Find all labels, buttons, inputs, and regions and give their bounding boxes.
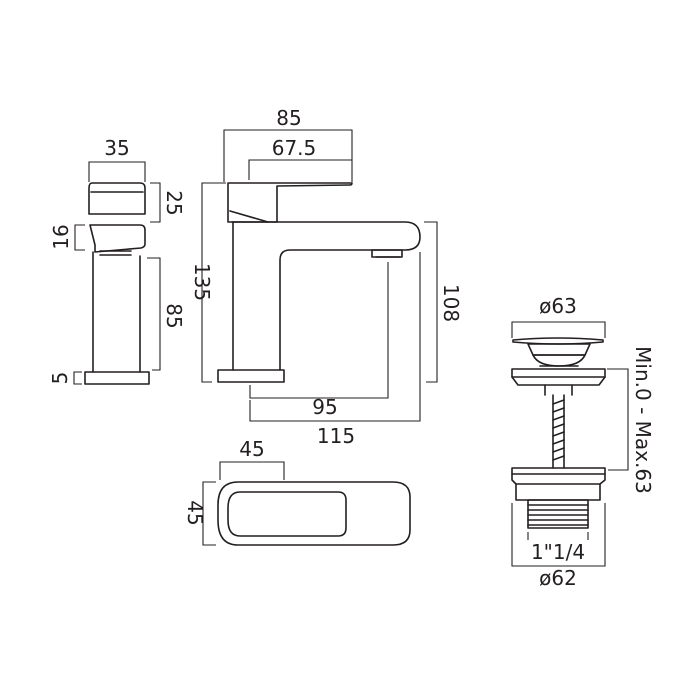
- waste-dimension-lines: [511, 321, 629, 567]
- front-view: 85 67.5 135 108 95 115: [190, 106, 463, 448]
- side-body-height-label: 85: [162, 303, 186, 328]
- top-dimension-lines: [202, 461, 285, 546]
- side-spout-height-label: 16: [49, 224, 73, 249]
- waste-range-label: Min.0 - Max.63: [631, 346, 655, 494]
- front-handle-depth-label: 85: [276, 106, 301, 130]
- top-view: 45 45: [183, 437, 411, 546]
- front-inner-reach-label: 95: [312, 395, 337, 419]
- waste-body-diameter-label: ø62: [539, 566, 577, 590]
- top-width-label: 45: [239, 437, 264, 461]
- front-total-height-label: 135: [190, 263, 214, 301]
- top-view-outline: [217, 481, 411, 546]
- waste-outline: [511, 337, 606, 529]
- side-lever-height-label: 25: [162, 190, 186, 215]
- side-dimension-lines: [73, 161, 161, 385]
- side-view: 35 25 16 85 5: [48, 136, 186, 385]
- waste-view: ø63 Min.0 - Max.63 1"1/4 ø62: [511, 294, 655, 590]
- side-view-outline: [84, 182, 150, 385]
- waste-thread-label: 1"1/4: [531, 540, 585, 564]
- front-spout-height-label: 108: [439, 284, 463, 322]
- top-depth-label: 45: [183, 500, 207, 525]
- front-view-outline: [217, 182, 421, 383]
- side-width-label: 35: [104, 136, 129, 160]
- side-base-height-label: 5: [48, 372, 72, 385]
- front-handle-inner-label: 67.5: [272, 136, 317, 160]
- front-total-reach-label: 115: [317, 424, 355, 448]
- waste-cap-diameter-label: ø63: [539, 294, 577, 318]
- front-dimension-lines: [201, 129, 438, 422]
